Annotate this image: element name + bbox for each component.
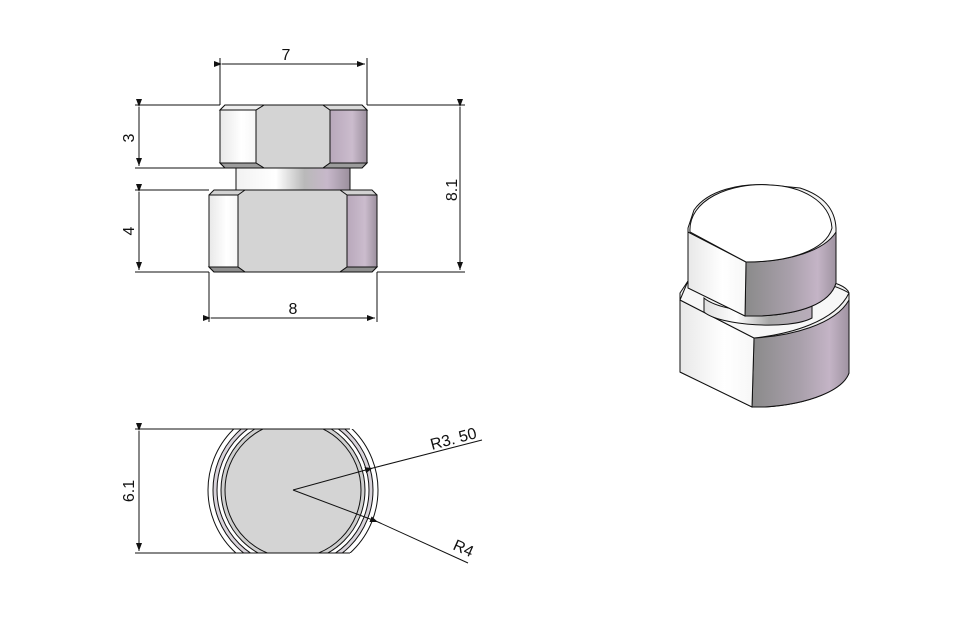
front-dimensions (135, 58, 465, 322)
top-hex-body (218, 104, 369, 169)
front-view (207, 104, 379, 273)
dim-overall-height: 8.1 (444, 179, 461, 201)
dim-bottom-width: 8 (289, 301, 298, 318)
dim-outer-radius: R4 (450, 537, 476, 561)
dim-top-view-width: 6.1 (121, 480, 138, 502)
neck (235, 167, 351, 191)
dim-bottom-height: 4 (121, 226, 138, 235)
isometric-view (679, 184, 850, 408)
dim-top-height: 3 (121, 133, 138, 142)
top-view (135, 423, 483, 564)
bottom-hex-body (207, 189, 379, 273)
dim-inner-radius: R3. 50 (429, 425, 479, 454)
dim-top-width: 7 (282, 47, 291, 64)
